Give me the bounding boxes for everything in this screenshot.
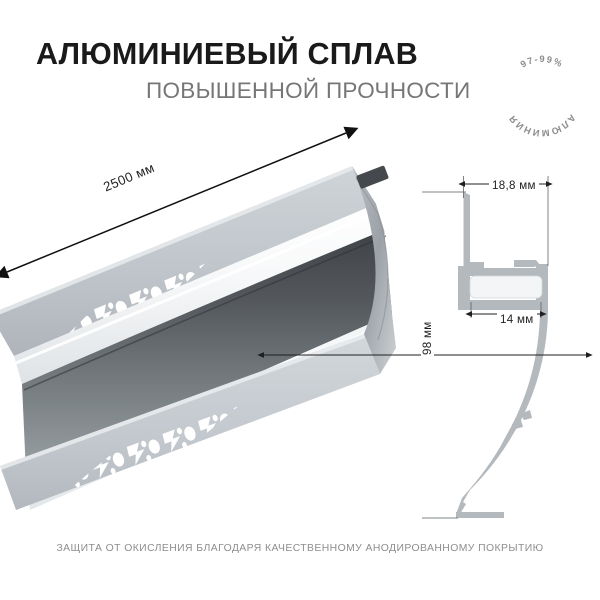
dimension-extension-lines <box>422 176 549 519</box>
profile-bottom-flange <box>0 334 399 514</box>
page-subtitle: ПОВЫШЕННОЙ ПРОЧНОСТИ <box>146 78 471 104</box>
product-render-3d <box>0 118 420 528</box>
stamp-text-bottom: АЛЮМИНИЯ <box>506 113 577 139</box>
stamp-text-top: 97-99% <box>519 54 565 70</box>
heading-block: АЛЮМИНИЕВЫЙ СПЛАВ ПОВЫШЕННОЙ ПРОЧНОСТИ <box>36 38 566 103</box>
aluminium-content-stamp: 97-99% АЛЮМИНИЯ <box>496 50 588 142</box>
stamp-textpath-top: 97-99% <box>519 54 564 70</box>
stamp-textpath-bottom: АЛЮМИНИЯ <box>506 113 576 139</box>
diffuser-lens <box>469 275 543 299</box>
page-title: АЛЮМИНИЕВЫЙ СПЛАВ <box>36 37 418 71</box>
tech-drawing <box>257 168 600 524</box>
profile-end-cap <box>352 165 396 374</box>
dimension-label-inner-width: 14 мм <box>497 313 537 326</box>
dimension-label-height: 98 мм <box>421 318 434 358</box>
dimension-label-width: 18,8 мм <box>489 179 539 192</box>
footer-caption: ЗАЩИТА ОТ ОКИСЛЕНИЯ БЛАГОДАРЯ КАЧЕСТВЕНН… <box>56 543 544 554</box>
